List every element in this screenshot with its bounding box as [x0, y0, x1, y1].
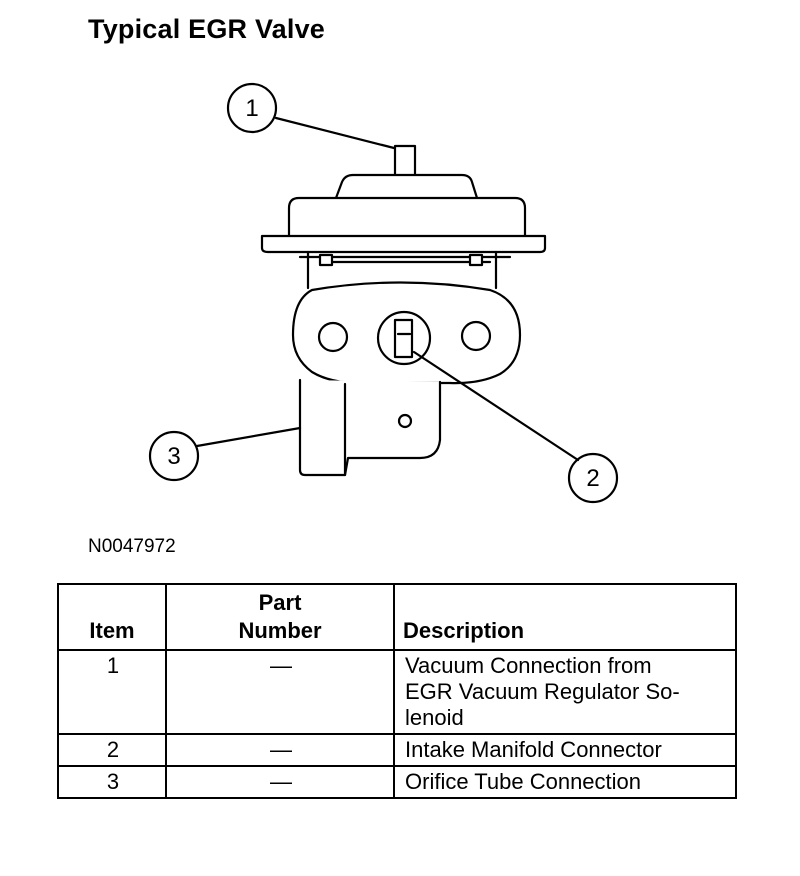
header-item: Item: [57, 583, 167, 651]
row-part-number: —: [165, 733, 395, 767]
diagram-title: Typical EGR Valve: [88, 14, 326, 44]
callout-3-label: 3: [167, 443, 180, 470]
mounting-flange: [291, 281, 522, 385]
parts-table: Item Part Number Description 1 — Vacuum …: [57, 583, 737, 799]
header-description: Description: [393, 583, 737, 651]
orifice-tube-body: [298, 378, 442, 477]
table-row: 1 — Vacuum Connection from EGR Vacuum Re…: [57, 649, 737, 735]
callout-2-label: 2: [586, 465, 599, 492]
table-row: 2 — Intake Manifold Connector: [57, 733, 737, 767]
vacuum-nipple: [393, 144, 417, 178]
callout-1: 1: [226, 82, 396, 150]
row-item: 1: [57, 649, 167, 735]
egr-valve-diagram: 1 2 3: [148, 82, 619, 504]
row-item: 2: [57, 733, 167, 767]
callout-1-label: 1: [245, 95, 258, 122]
figure-id: N0047972: [88, 536, 176, 557]
row-description: Orifice Tube Connection: [393, 765, 737, 799]
row-item: 3: [57, 765, 167, 799]
row-part-number: —: [165, 765, 395, 799]
header-part-number: Part Number: [165, 583, 395, 651]
callout-3: 3: [148, 426, 302, 482]
table-header-row: Item Part Number Description: [57, 583, 737, 651]
diaphragm-housing: [260, 173, 547, 290]
row-description: Vacuum Connection from EGR Vacuum Regula…: [393, 649, 737, 735]
table-row: 3 — Orifice Tube Connection: [57, 765, 737, 799]
row-part-number: —: [165, 649, 395, 735]
callout-2: 2: [412, 350, 619, 504]
row-description: Intake Manifold Connector: [393, 733, 737, 767]
